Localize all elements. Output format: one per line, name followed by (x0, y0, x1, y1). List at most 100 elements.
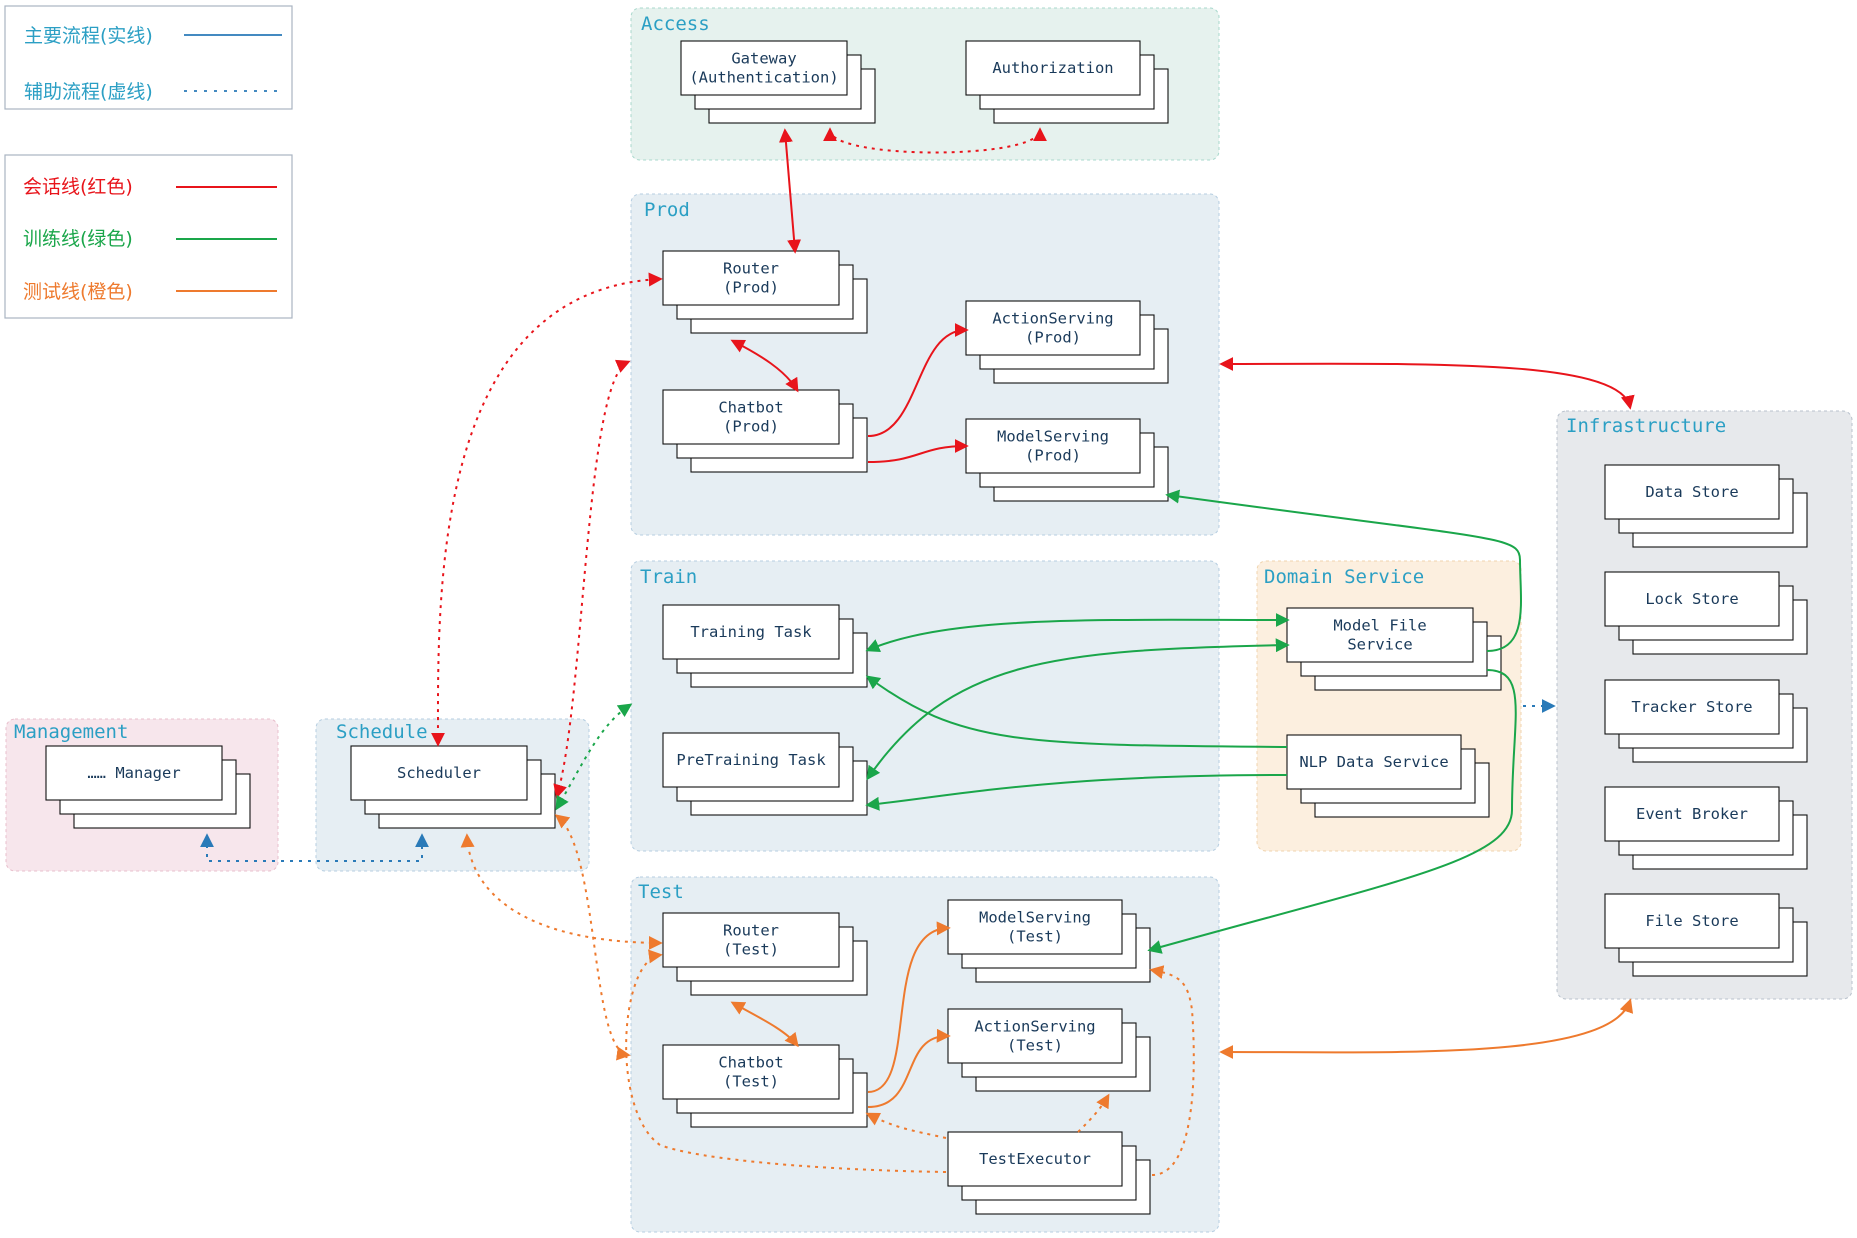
box-front-card (947, 1131, 1123, 1187)
box-front-card (1286, 734, 1462, 790)
box-label: Router(Test) (723, 922, 779, 959)
legend-session-label: 会话线(红色) (23, 176, 133, 198)
tracker-store-box[interactable]: Tracker Store (1604, 679, 1808, 763)
legend-line-colors: 会话线(红色) 训练线(绿色) 测试线(橙色) (4, 154, 293, 319)
legend-aux-flow-label: 辅助流程(虚线) (24, 81, 153, 103)
edge-chatbot-action-serving-test (867, 1028, 951, 1108)
file-store-box[interactable]: File Store (1604, 893, 1808, 977)
legend-flow-types: 主要流程(实线) 辅助流程(虚线) (4, 5, 293, 110)
box-front-card (662, 389, 840, 445)
box-label: Data Store (1645, 483, 1738, 501)
group-infrastructure-title: Infrastructure (1566, 415, 1726, 437)
group-train-title: Train (640, 566, 697, 588)
box-front-card (1286, 607, 1474, 663)
edge-router-chatbot-prod (730, 339, 799, 393)
group-prod-title: Prod (644, 199, 690, 221)
training-task-box[interactable]: Training Task (662, 604, 868, 688)
box-label: Authorization (992, 59, 1113, 77)
router-prod-box[interactable]: Router(Prod) (662, 250, 868, 334)
box-front-card (1604, 571, 1780, 627)
edge-chatbot-action-serving-prod (867, 323, 969, 437)
chatbot-test-box[interactable]: Chatbot(Test) (662, 1044, 868, 1128)
event-broker-box[interactable]: Event Broker (1604, 786, 1808, 870)
box-front-card (1604, 464, 1780, 520)
edge-test-infrastructure (1219, 998, 1633, 1060)
box-label: File Store (1645, 912, 1738, 930)
group-schedule-title: Schedule (336, 721, 428, 743)
box-front-card (662, 1044, 840, 1100)
box-label: Router(Prod) (723, 260, 779, 297)
box-front-card (947, 899, 1123, 955)
box-label: Lock Store (1645, 590, 1738, 608)
box-front-card (662, 250, 840, 306)
legend-train-label: 训练线(绿色) (23, 228, 133, 250)
box-label: ActionServing(Prod) (992, 310, 1113, 347)
lock-store-box[interactable]: Lock Store (1604, 571, 1808, 655)
edge-router-chatbot-test (730, 1001, 799, 1048)
legend-main-flow-label: 主要流程(实线) (24, 25, 153, 47)
edge-scheduler-test (554, 814, 631, 1061)
nlp-data-service-box[interactable]: NLP Data Service (1286, 734, 1490, 818)
edge-model-file-model-serving-test (1147, 669, 1517, 954)
pretraining-task-box[interactable]: PreTraining Task (662, 732, 868, 816)
box-front-card (662, 732, 840, 788)
box-label: NLP Data Service (1299, 753, 1448, 771)
box-label: ModelServing(Test) (979, 909, 1091, 946)
group-management-title: Management (14, 721, 128, 743)
edge-manager-scheduler (200, 833, 429, 862)
box-front-card (680, 40, 848, 96)
box-front-card (350, 745, 528, 801)
box-label: PreTraining Task (676, 751, 826, 769)
edge-prod-infrastructure (1219, 356, 1635, 410)
edge-nlp-training-task (865, 675, 1288, 748)
box-label: ActionServing(Test) (974, 1018, 1095, 1055)
box-label: Tracker Store (1631, 698, 1752, 716)
box-front-card (1604, 893, 1780, 949)
legend-test-label: 测试线(橙色) (23, 281, 133, 303)
box-front-card (662, 912, 840, 968)
edge-scheduler-prod (553, 359, 631, 799)
edge-gateway-router-prod (778, 128, 802, 254)
test-executor-box[interactable]: TestExecutor (947, 1131, 1151, 1215)
model-serving-prod-box[interactable]: ModelServing(Prod) (965, 418, 1169, 502)
edge-model-file-model-serving-prod (1165, 489, 1522, 652)
box-label: Gateway(Authentication) (689, 50, 838, 87)
edge-test-executor-chatbot-test (865, 1112, 947, 1139)
model-serving-test-box[interactable]: ModelServing(Test) (947, 899, 1151, 983)
box-label: TestExecutor (979, 1150, 1091, 1168)
group-test-title: Test (638, 881, 684, 903)
authorization-box[interactable]: Authorization (965, 40, 1169, 124)
manager-box[interactable]: …… Manager (45, 745, 251, 829)
action-serving-prod-box[interactable]: ActionServing(Prod) (965, 300, 1169, 384)
group-access-title: Access (641, 13, 710, 35)
scheduler-box[interactable]: Scheduler (350, 745, 556, 829)
edge-model-file-pretraining-task (866, 638, 1290, 781)
edge-nlp-pretraining-task (865, 774, 1288, 811)
gateway-box[interactable]: Gateway(Authentication) (680, 40, 876, 124)
edge-chatbot-model-serving-test (867, 921, 951, 1093)
edge-test-executor-model-serving-test (1149, 965, 1195, 1176)
edge-scheduler-train (555, 703, 633, 811)
edge-gateway-authorization (823, 127, 1047, 154)
box-label: Chatbot(Test) (718, 1054, 783, 1091)
edge-model-file-training-task (865, 612, 1290, 653)
edge-scheduler-router-prod (430, 272, 663, 747)
router-test-box[interactable]: Router(Test) (662, 912, 868, 996)
data-store-box[interactable]: Data Store (1604, 464, 1808, 548)
box-label: Scheduler (397, 764, 481, 782)
box-front-card (965, 40, 1141, 96)
chatbot-prod-box[interactable]: Chatbot(Prod) (662, 389, 868, 473)
box-label: ModelServing(Prod) (997, 428, 1109, 465)
box-front-card (662, 604, 840, 660)
box-front-card (1604, 786, 1780, 842)
box-front-card (1604, 679, 1780, 735)
box-label: Event Broker (1636, 805, 1748, 823)
group-domain-service-title: Domain Service (1264, 566, 1424, 588)
action-serving-test-box[interactable]: ActionServing(Test) (947, 1008, 1151, 1092)
box-front-card (947, 1008, 1123, 1064)
box-front-card (45, 745, 223, 801)
box-label: Chatbot(Prod) (718, 399, 783, 436)
